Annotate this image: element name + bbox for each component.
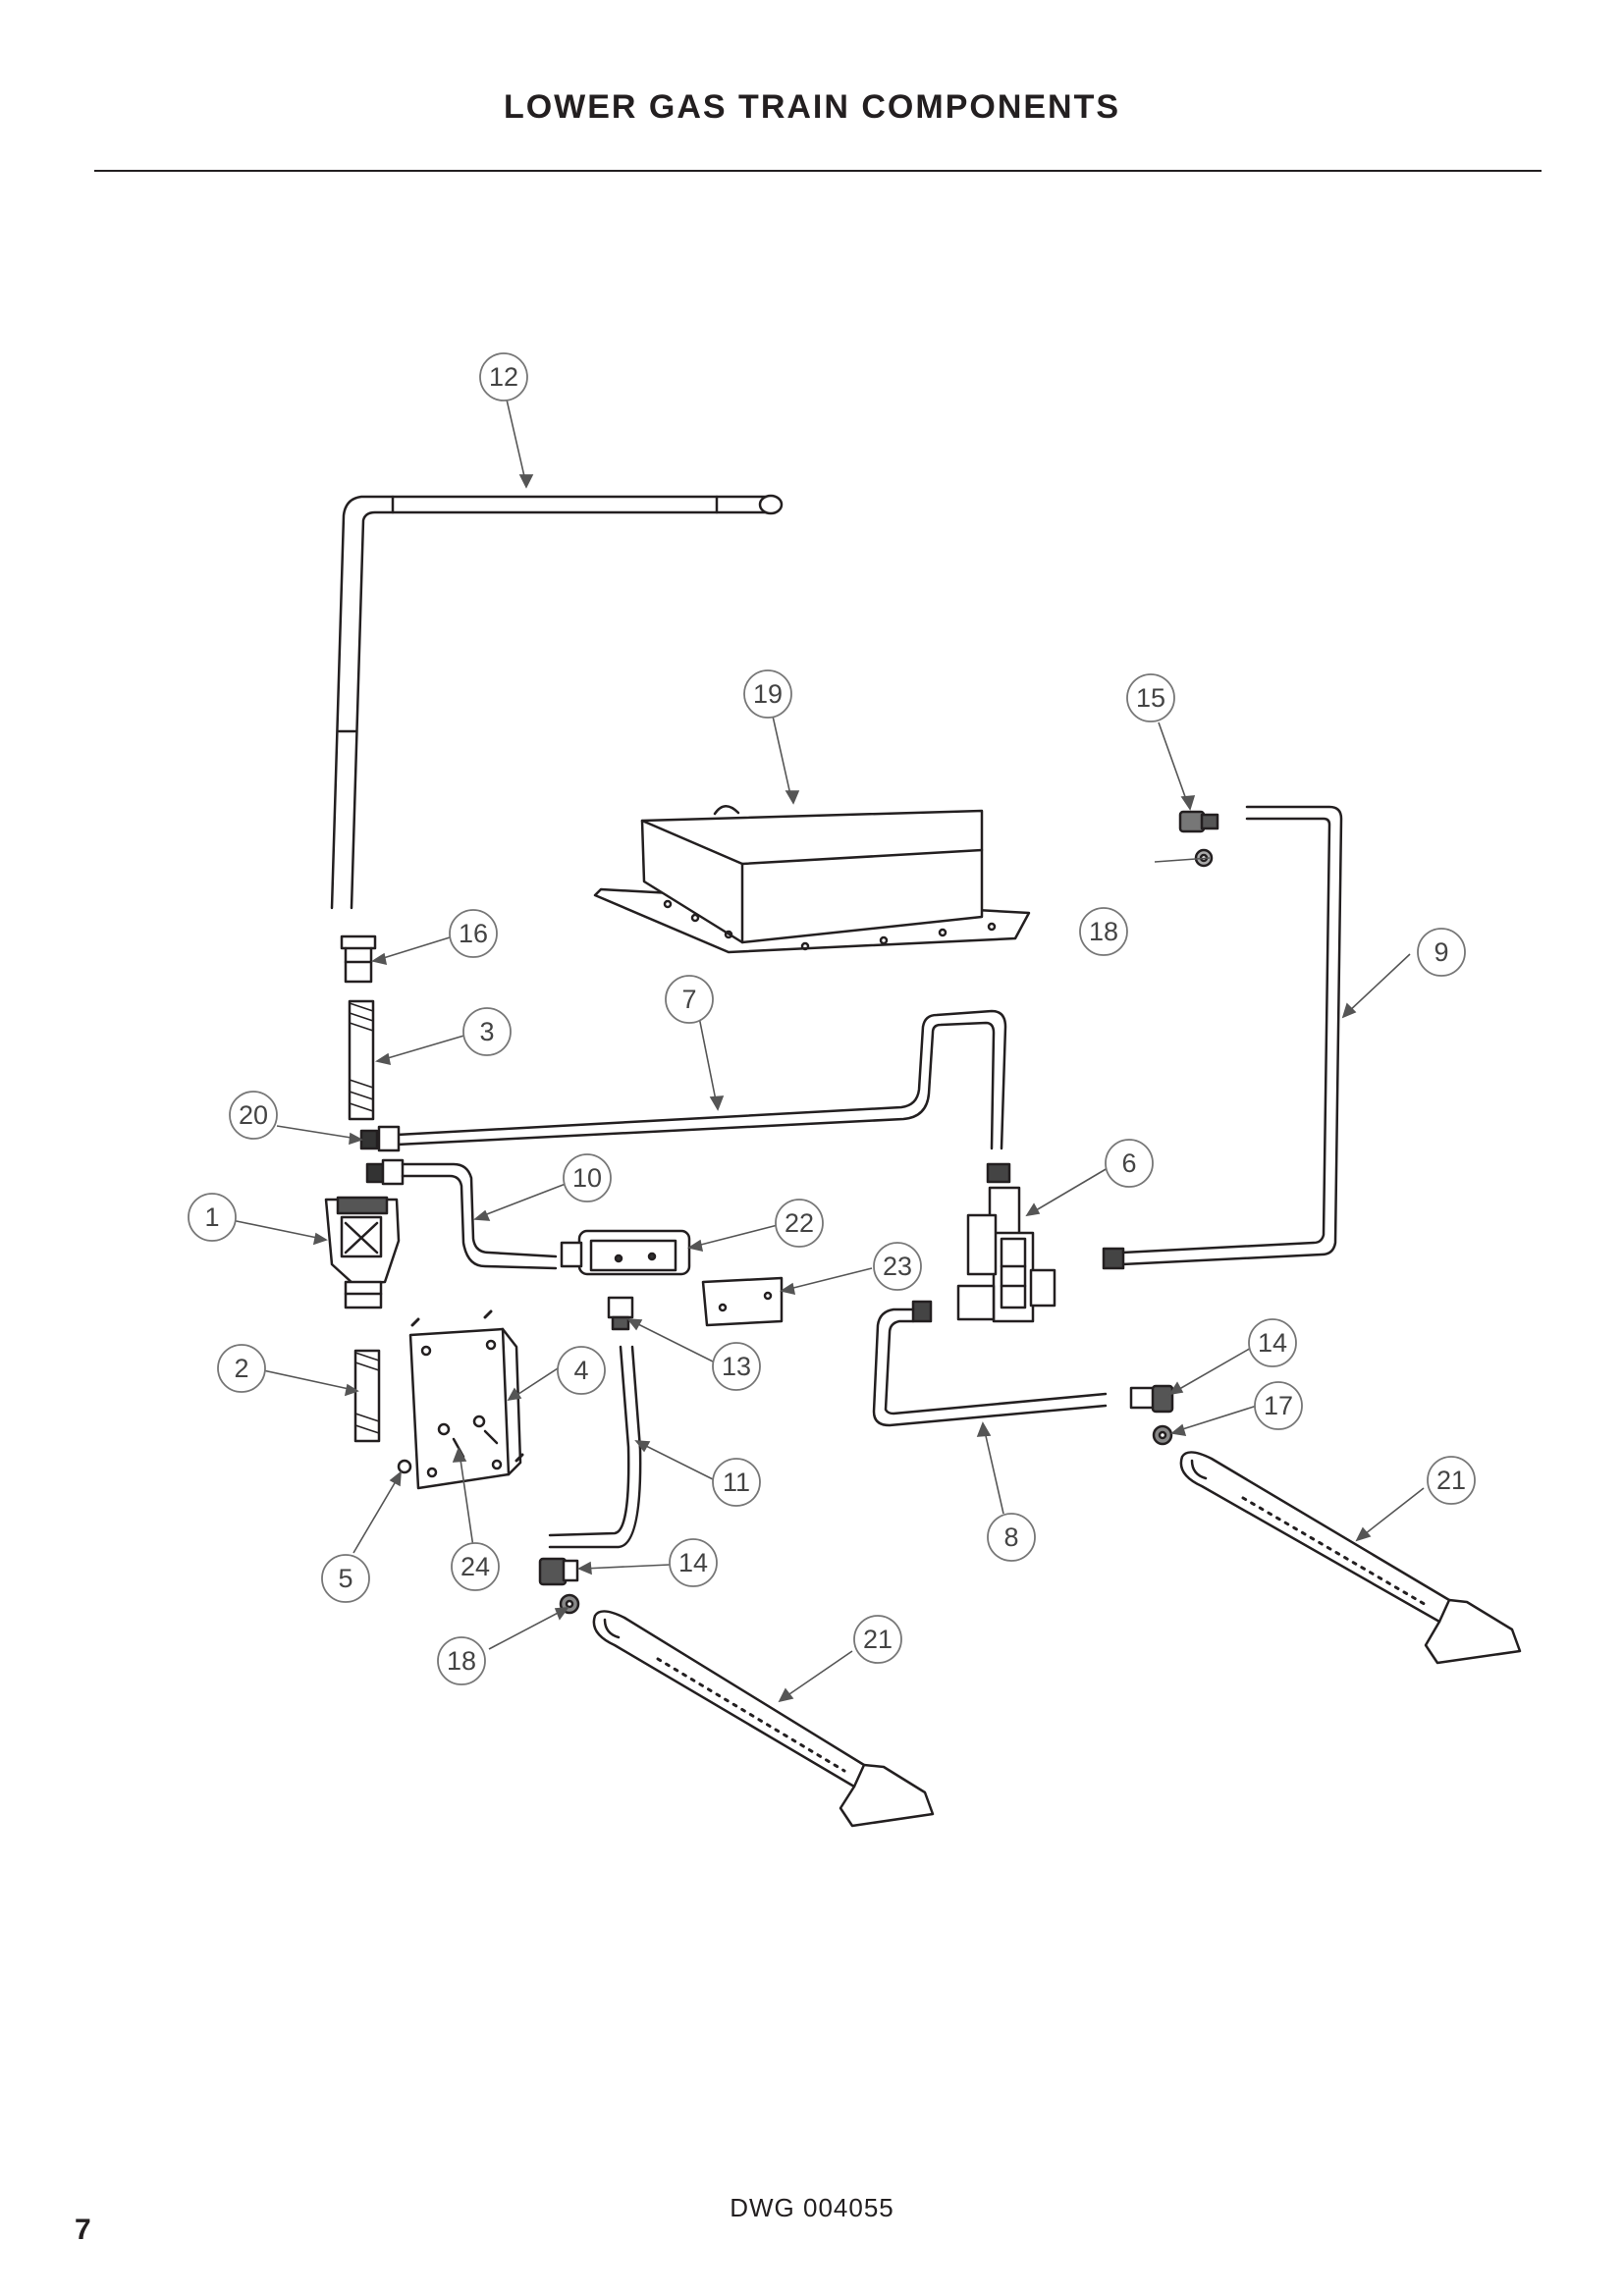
part-1-valve (324, 1196, 401, 1309)
part-21-burner-lower (592, 1610, 935, 1828)
callout-label-22: 22 (785, 1208, 814, 1238)
callout-label-24: 24 (460, 1552, 490, 1581)
callout-label-18-lower: 18 (447, 1646, 476, 1676)
callout-13 (712, 1342, 761, 1391)
callout-label-1: 1 (204, 1202, 219, 1232)
callout-21-right (1427, 1456, 1476, 1505)
callout-label-14-right: 14 (1258, 1328, 1287, 1358)
callout-19 (743, 669, 792, 719)
callout-label-4: 4 (573, 1356, 588, 1385)
page-title: LOWER GAS TRAIN COMPONENTS (503, 88, 1121, 126)
callout-8 (987, 1513, 1036, 1562)
callout-label-12: 12 (489, 362, 518, 392)
callout-label-7: 7 (681, 985, 696, 1014)
callout-label-15: 15 (1136, 683, 1165, 713)
callout-label-2: 2 (234, 1354, 248, 1383)
callout-9 (1417, 928, 1466, 977)
callout-7 (665, 975, 714, 1024)
part-22-block (560, 1229, 691, 1276)
callout-10 (563, 1153, 612, 1202)
callout-23 (873, 1242, 922, 1291)
callout-17 (1254, 1381, 1303, 1430)
callout-15 (1126, 673, 1175, 722)
callout-label-11: 11 (723, 1468, 750, 1497)
callout-label-17: 17 (1264, 1391, 1293, 1420)
callout-18-top (1079, 907, 1128, 956)
callout-22 (775, 1199, 824, 1248)
callout-16 (449, 909, 498, 958)
part-16-nut (340, 934, 377, 984)
callout-label-6: 6 (1121, 1148, 1136, 1178)
part-5-screw (397, 1459, 412, 1474)
part-8-tube (872, 1300, 1108, 1427)
callout-label-21-lower: 21 (863, 1625, 893, 1654)
part-11-tube (548, 1345, 642, 1549)
callout-label-21-right: 21 (1436, 1466, 1466, 1495)
callout-24 (451, 1542, 500, 1591)
callout-label-10: 10 (572, 1163, 602, 1193)
callout-4 (557, 1346, 606, 1395)
title-rule (94, 170, 1542, 172)
part-17-fitting (1152, 1424, 1173, 1446)
callout-label-20: 20 (239, 1100, 268, 1130)
callout-12 (479, 352, 528, 401)
callout-3 (462, 1007, 512, 1056)
part-6-regulator (956, 1186, 1056, 1323)
callout-label-3: 3 (479, 1017, 494, 1046)
part-14-lower-fitting (538, 1557, 579, 1586)
callout-label-9: 9 (1434, 937, 1448, 967)
callout-20 (229, 1091, 278, 1140)
callout-14-lower (669, 1538, 718, 1587)
part-4-bracket (408, 1309, 524, 1490)
part-10-tube (365, 1158, 558, 1270)
drawing-number: DWG 004055 (730, 2193, 894, 2222)
callout-label-16: 16 (459, 919, 488, 948)
part-13-elbow (607, 1296, 634, 1331)
part-15-fitting (1178, 810, 1219, 833)
page-number: 7 (75, 2214, 91, 2246)
part-20-fitting (359, 1125, 401, 1152)
part-19-control-box (593, 805, 1031, 954)
callout-5 (321, 1554, 370, 1603)
callout-2 (217, 1344, 266, 1393)
part-14-right-fitting (1129, 1384, 1174, 1414)
part-12-tube (330, 494, 784, 910)
part-3-nipple (348, 999, 375, 1121)
callout-label-8: 8 (1003, 1522, 1018, 1552)
callout-label-23: 23 (883, 1252, 912, 1281)
part-21-burner-right (1179, 1451, 1522, 1665)
part-2-nipple (353, 1349, 381, 1443)
callout-label-5: 5 (338, 1564, 352, 1593)
part-9-tube (1102, 805, 1343, 1270)
callout-6 (1105, 1139, 1154, 1188)
callout-label-14-lower: 14 (678, 1548, 708, 1577)
callout-11 (712, 1458, 761, 1507)
callout-label-13: 13 (722, 1352, 751, 1381)
callout-18-lower (437, 1636, 486, 1685)
callout-1 (188, 1193, 237, 1242)
callout-14-right (1248, 1318, 1297, 1367)
part-7-tube (395, 1009, 1011, 1184)
callout-21-lower (853, 1615, 902, 1664)
callout-label-18-top: 18 (1089, 917, 1118, 946)
part-23-plate (701, 1276, 784, 1327)
callout-label-19: 19 (753, 679, 783, 709)
